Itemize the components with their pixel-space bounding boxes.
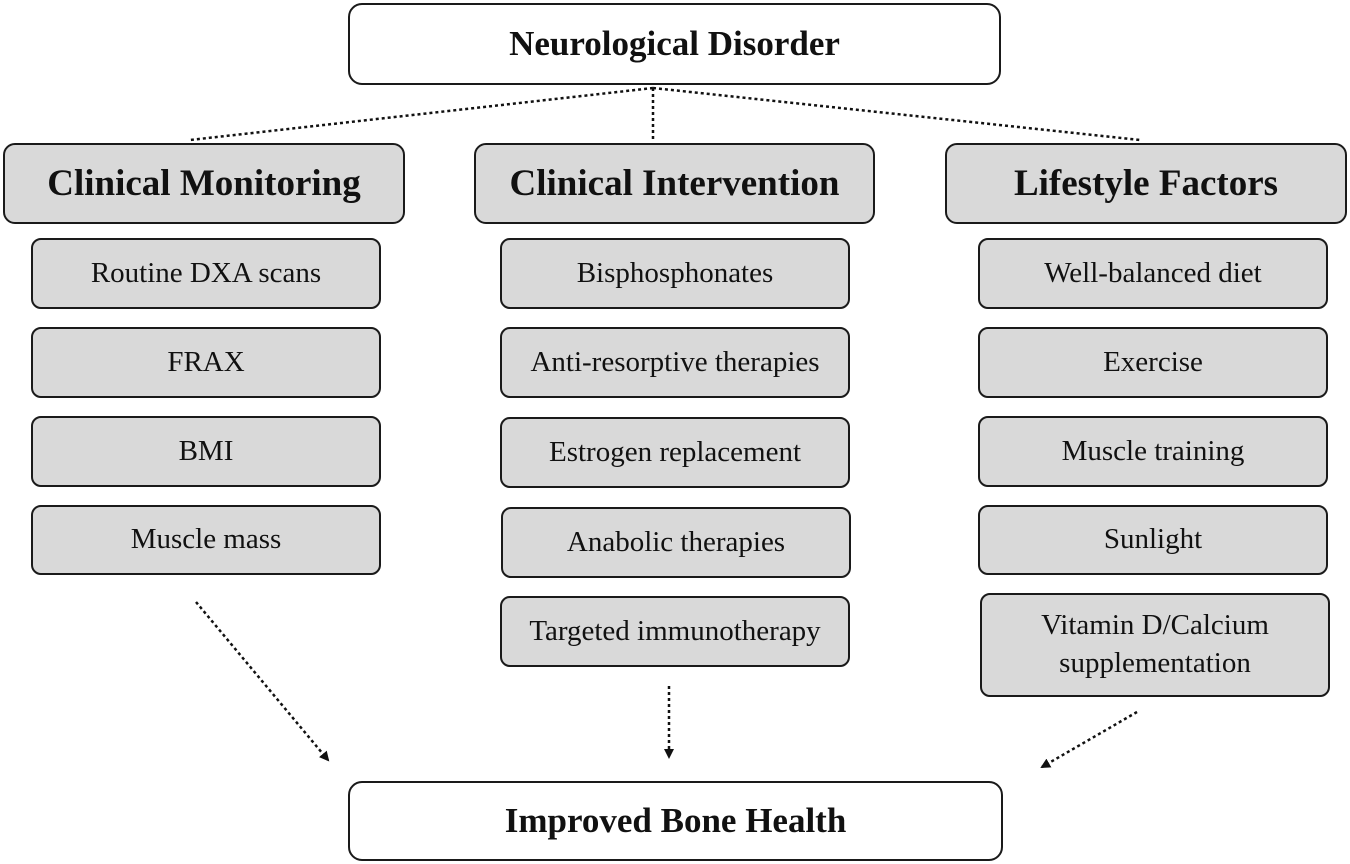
intervention-item: Bisphosphonates — [500, 238, 850, 309]
lifestyle-item: Sunlight — [978, 505, 1328, 575]
lifestyle-item-label: Exercise — [1103, 345, 1203, 378]
monitoring-item-label: FRAX — [167, 345, 245, 378]
monitoring-item-label: Routine DXA scans — [90, 256, 322, 289]
monitoring-item: FRAX — [31, 327, 381, 398]
intervention-item-label: Anabolic therapies — [566, 525, 786, 558]
intervention-item: Anti-resorptive therapies — [500, 327, 850, 398]
intervention-item-label: Anti-resorptive therapies — [530, 345, 820, 378]
neurological-disorder-label: Neurological Disorder — [509, 24, 840, 63]
lifestyle-item-label: Muscle training — [1061, 434, 1245, 467]
neurological-disorder-box: Neurological Disorder — [348, 3, 1001, 85]
lifestyle-item-label: Sunlight — [1103, 523, 1203, 556]
clinical-intervention-title: Clinical Intervention — [509, 163, 840, 204]
top-to-lifestyle-connector — [652, 86, 1141, 142]
monitoring-to-outcome-arrow — [195, 601, 330, 762]
monitoring-item: Muscle mass — [31, 505, 381, 575]
clinical-monitoring-title: Clinical Monitoring — [47, 163, 361, 204]
lifestyle-item: Vitamin D/Calcium supplementation — [980, 593, 1330, 697]
intervention-item-label: Estrogen replacement — [548, 435, 802, 468]
intervention-item: Targeted immunotherapy — [500, 596, 850, 667]
clinical-monitoring-header: Clinical Monitoring — [3, 143, 405, 224]
monitoring-item: Routine DXA scans — [31, 238, 381, 309]
intervention-item: Anabolic therapies — [501, 507, 851, 578]
intervention-item-label: Bisphosphonates — [576, 256, 774, 289]
lifestyle-item-label: Vitamin D/Calcium supplementation — [1041, 609, 1269, 679]
intervention-item-label: Targeted immunotherapy — [529, 614, 821, 647]
improved-bone-health-box: Improved Bone Health — [348, 781, 1003, 861]
lifestyle-item: Well-balanced diet — [978, 238, 1328, 309]
intervention-item: Estrogen replacement — [500, 417, 850, 488]
lifestyle-item: Exercise — [978, 327, 1328, 398]
monitoring-item: BMI — [31, 416, 381, 487]
top-to-monitoring-connector — [189, 86, 654, 142]
lifestyle-factors-header: Lifestyle Factors — [945, 143, 1347, 224]
clinical-intervention-header: Clinical Intervention — [474, 143, 875, 224]
improved-bone-health-label: Improved Bone Health — [504, 801, 847, 840]
lifestyle-to-outcome-arrow — [1040, 710, 1138, 769]
monitoring-item-label: BMI — [178, 434, 234, 467]
monitoring-item-label: Muscle mass — [130, 523, 282, 556]
lifestyle-item: Muscle training — [978, 416, 1328, 487]
lifestyle-factors-title: Lifestyle Factors — [1013, 163, 1279, 204]
lifestyle-item-label: Well-balanced diet — [1044, 256, 1262, 289]
